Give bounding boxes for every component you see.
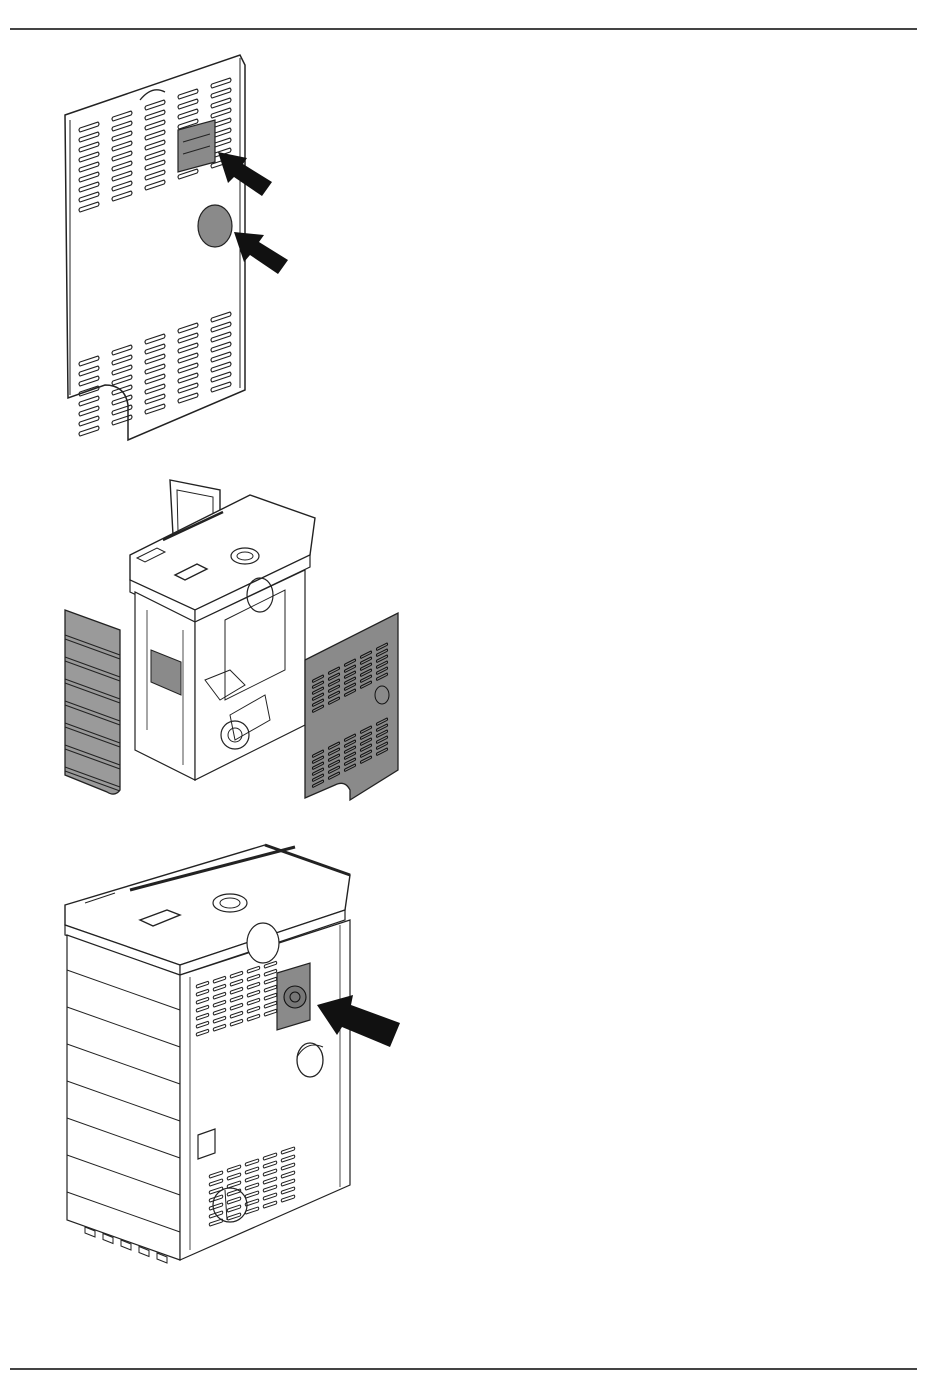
footer-rule	[10, 1368, 917, 1370]
stove-rear-illustration	[55, 835, 415, 1270]
header-rule	[10, 28, 917, 30]
assembled-stove-figure	[55, 835, 415, 1270]
vented-panel-illustration	[40, 50, 310, 450]
vent-slot	[79, 426, 99, 436]
round-cover-plate	[198, 205, 232, 247]
rear-panel-detached	[305, 613, 398, 800]
fan-cover-highlight	[277, 963, 310, 1030]
side-panel	[65, 610, 120, 794]
vent-slot	[79, 406, 99, 416]
vent-slot	[79, 396, 99, 406]
exploded-stove-figure	[55, 470, 415, 820]
vent-slot	[79, 416, 99, 426]
stove-exploded-illustration	[55, 470, 415, 820]
rear-panel-figure	[40, 50, 310, 450]
